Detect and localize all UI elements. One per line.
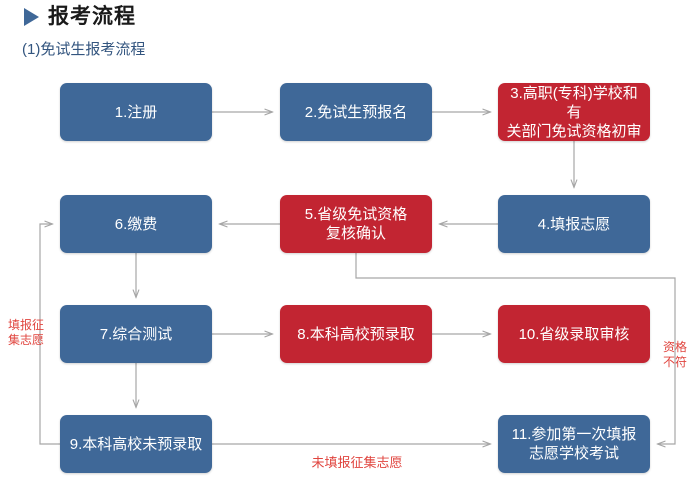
triangle-right-icon (24, 8, 39, 26)
node-6-payment[interactable]: 6.缴费 (60, 195, 212, 253)
edge-label-unqualified: 资格 不符 (662, 340, 687, 369)
node-10-provincial-admission-audit[interactable]: 10.省级录取审核 (498, 305, 650, 363)
edge-9-to-6-loop (39, 224, 60, 445)
node-3-qualification-review[interactable]: 3.高职(专科)学校和有 关部门免试资格初审 (498, 83, 650, 141)
node-9-not-pre-admitted[interactable]: 9.本科高校未预录取 (60, 415, 212, 473)
node-7-comprehensive-test[interactable]: 7.综合测试 (60, 305, 212, 363)
node-8-undergrad-pre-admission[interactable]: 8.本科高校预录取 (280, 305, 432, 363)
edge-label-not-filled-supplementary: 未填报征集志愿 (311, 455, 403, 470)
node-5-provincial-recheck[interactable]: 5.省级免试资格 复核确认 (280, 195, 432, 253)
page-subtitle: (1)免试生报考流程 (22, 41, 146, 58)
page-title: 报考流程 (48, 5, 136, 28)
edge-label-fill-supplementary: 填报征 集志愿 (7, 318, 44, 347)
page-title-row: 报考流程 (24, 4, 136, 30)
edge-5-to-11-loop (355, 253, 676, 444)
node-11-first-school-exam[interactable]: 11.参加第一次填报 志愿学校考试 (498, 415, 650, 473)
node-2-pre-registration[interactable]: 2.免试生预报名 (280, 83, 432, 141)
node-4-fill-application[interactable]: 4.填报志愿 (498, 195, 650, 253)
node-1-register[interactable]: 1.注册 (60, 83, 212, 141)
